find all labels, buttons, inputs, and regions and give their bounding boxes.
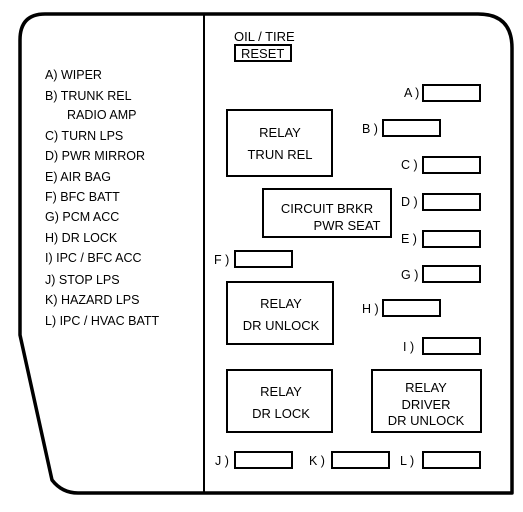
panel-outline xyxy=(18,12,514,495)
legend-item: G) PCM ACC xyxy=(45,210,119,224)
fuse-slot-c-label: C ) xyxy=(401,158,418,172)
fuse-slot-b xyxy=(382,119,441,137)
fuse-slot-j-label: J ) xyxy=(215,454,229,468)
fuse-slot-i xyxy=(422,337,481,355)
fuse-slot-c xyxy=(422,156,481,174)
legend-item: RADIO AMP xyxy=(67,108,136,122)
relay-dr-lock-line2: DR LOCK xyxy=(252,406,310,421)
relay-driver-dr-unlock-line3: DR UNLOCK xyxy=(388,413,465,428)
relay-trun-rel-box xyxy=(226,109,333,177)
fuse-slot-e-label: E ) xyxy=(401,232,417,246)
circuit-breaker-line1: CIRCUIT BRKR xyxy=(281,201,373,216)
relay-driver-dr-unlock-line1: RELAY xyxy=(405,380,447,395)
fuse-slot-g-label: G ) xyxy=(401,268,418,282)
fuse-slot-k-label: K ) xyxy=(309,454,325,468)
fuse-slot-b-label: B ) xyxy=(362,122,378,136)
legend-item: F) BFC BATT xyxy=(45,190,120,204)
relay-dr-lock-box xyxy=(226,369,333,433)
relay-dr-unlock-line1: RELAY xyxy=(260,296,302,311)
fuse-slot-e xyxy=(422,230,481,248)
relay-dr-unlock-box xyxy=(226,281,334,345)
legend-item: I) IPC / BFC ACC xyxy=(45,251,142,265)
relay-trun-rel-line2: TRUN REL xyxy=(247,147,312,162)
legend-item: K) HAZARD LPS xyxy=(45,293,139,307)
fuse-slot-k xyxy=(331,451,390,469)
fuse-slot-f-label: F ) xyxy=(214,253,229,267)
legend-item: L) IPC / HVAC BATT xyxy=(45,314,160,328)
fuse-slot-d-label: D ) xyxy=(401,195,418,209)
fuse-slot-a xyxy=(422,84,481,102)
fuse-slot-i-label: I ) xyxy=(403,340,414,354)
legend-item: H) DR LOCK xyxy=(45,231,118,245)
legend-item: J) STOP LPS xyxy=(45,273,120,287)
fuse-slot-d xyxy=(422,193,481,211)
reset-label: RESET xyxy=(241,46,284,61)
relay-trun-rel-line1: RELAY xyxy=(259,125,301,140)
reset-button-box xyxy=(234,44,292,62)
relay-dr-lock-line1: RELAY xyxy=(260,384,302,399)
fuse-slot-l xyxy=(422,451,481,469)
relay-driver-dr-unlock-line2: DRIVER xyxy=(401,397,450,412)
legend-item: D) PWR MIRROR xyxy=(45,149,145,163)
fuse-slot-h-label: H ) xyxy=(362,302,379,316)
circuit-breaker-box xyxy=(262,188,392,238)
oil-tire-label: OIL / TIRE xyxy=(234,29,295,44)
fuse-slots: A ) B ) C ) D ) E ) F ) G ) H ) I ) J ) … xyxy=(214,84,481,469)
relay-dr-unlock-line2: DR UNLOCK xyxy=(243,318,320,333)
fuse-slot-l-label: L ) xyxy=(400,454,414,468)
circuit-breaker-line2: PWR SEAT xyxy=(314,218,381,233)
fuse-slot-j xyxy=(234,451,293,469)
legend-list: A) WIPER B) TRUNK REL RADIO AMP C) TURN … xyxy=(45,68,160,328)
legend-item: A) WIPER xyxy=(45,68,102,82)
fuse-slot-h xyxy=(382,299,441,317)
fuse-slot-a-label: A ) xyxy=(404,86,419,100)
legend-item: B) TRUNK REL xyxy=(45,89,132,103)
relay-driver-dr-unlock-box xyxy=(371,369,482,433)
legend-item: E) AIR BAG xyxy=(45,170,111,184)
fuse-slot-f xyxy=(234,250,293,268)
fuse-slot-g xyxy=(422,265,481,283)
legend-item: C) TURN LPS xyxy=(45,129,123,143)
